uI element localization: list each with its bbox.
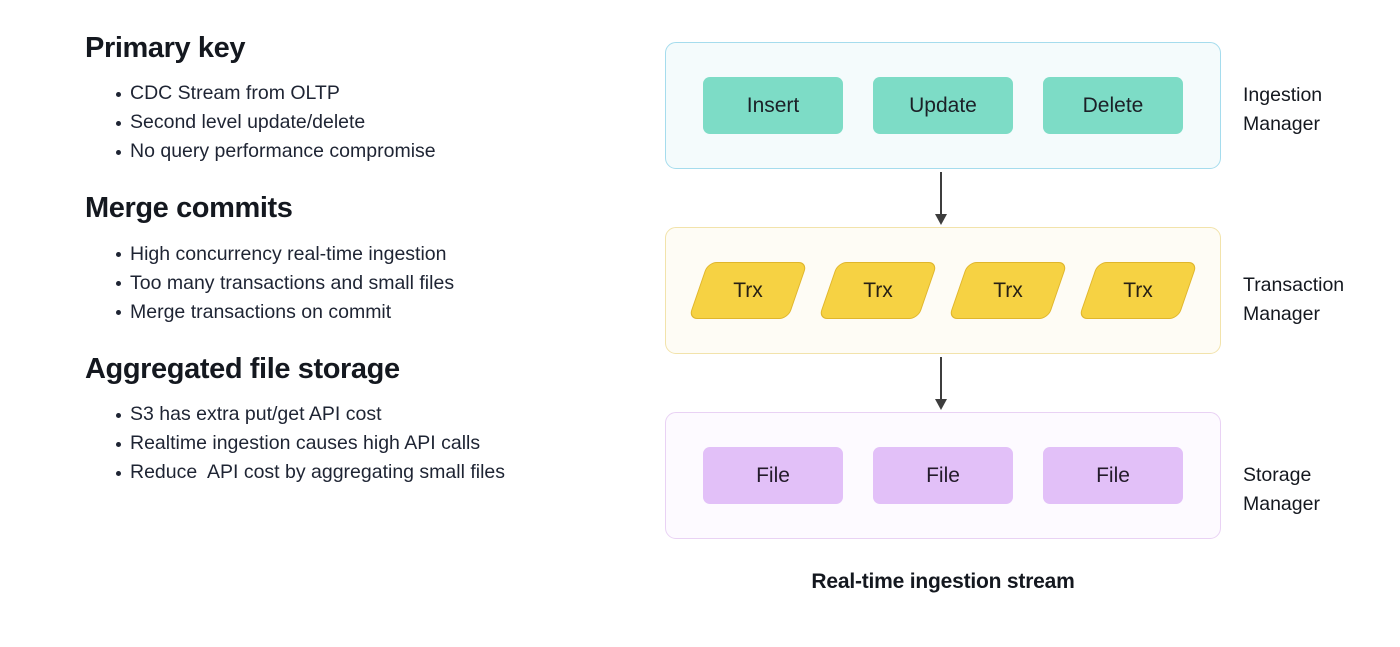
list-item: Realtime ingestion causes high API calls [85,429,625,458]
node-label: File [1096,463,1130,487]
list-item: Too many transactions and small files [85,269,625,298]
list-item: CDC Stream from OLTP [85,79,625,108]
node-label: Trx [1123,278,1153,302]
label-ingestion-manager: Ingestion Manager [1243,84,1323,135]
list-item: Reduce API cost by aggregating small fil… [85,458,625,487]
node-file-2: File [873,447,1013,504]
node-label: File [926,463,960,487]
node-label: Trx [863,278,893,302]
section-title: Primary key [85,32,246,64]
label-transaction-manager: Transaction Manager [1243,274,1345,325]
arrow-transaction-to-storage [665,354,1221,412]
node-trx-3: Trx [948,262,1068,319]
node-label: File [756,463,790,487]
node-trx-4: Trx [1078,262,1198,319]
list-item: S3 has extra put/get API cost [85,400,625,429]
bullet-list: S3 has extra put/get API cost Realtime i… [85,400,625,487]
section-title: Aggregated file storage [85,352,400,385]
node-label: Trx [993,278,1023,302]
node-file-3: File [1043,447,1183,504]
arrow-shaft [940,172,942,216]
node-update: Update [873,77,1013,134]
list-item: High concurrency real-time ingestion [85,240,625,269]
node-label: Update [909,93,977,117]
ingestion-stream-diagram: Insert Update Delete Trx Trx Trx Trx [665,42,1221,539]
node-trx-2: Trx [818,262,938,319]
arrow-shaft [940,357,942,401]
node-file-1: File [703,447,843,504]
arrow-head-icon [934,399,947,410]
bullet-sections: Primary key CDC Stream from OLTP Second … [85,32,625,487]
node-label: Delete [1082,93,1144,117]
node-delete: Delete [1043,77,1183,134]
label-storage-manager: Storage Manager [1243,464,1320,515]
panel-ingestion-manager: Insert Update Delete [665,42,1221,169]
section-aggregated-file-storage: Aggregated file storage S3 has extra put… [85,353,625,487]
list-item: Merge transactions on commit [85,298,625,327]
bullet-list: CDC Stream from OLTP Second level update… [85,79,625,166]
node-trx-1: Trx [688,262,808,319]
section-title: Merge commits [85,192,293,225]
arrow-head-icon [934,214,947,225]
list-item: No query performance compromise [85,137,625,166]
bullet-list: High concurrency real-time ingestion Too… [85,240,625,327]
section-merge-commits: Merge commits High concurrency real-time… [85,192,625,326]
diagram-caption: Real-time ingestion stream [811,570,1075,593]
node-label: Trx [733,278,763,302]
arrow-ingestion-to-transaction [665,169,1221,227]
node-label: Insert [746,93,800,117]
panel-transaction-manager: Trx Trx Trx Trx [665,227,1221,354]
panel-storage-manager: File File File [665,412,1221,539]
list-item: Second level update/delete [85,108,625,137]
node-insert: Insert [703,77,843,134]
section-primary-key: Primary key CDC Stream from OLTP Second … [85,32,625,166]
